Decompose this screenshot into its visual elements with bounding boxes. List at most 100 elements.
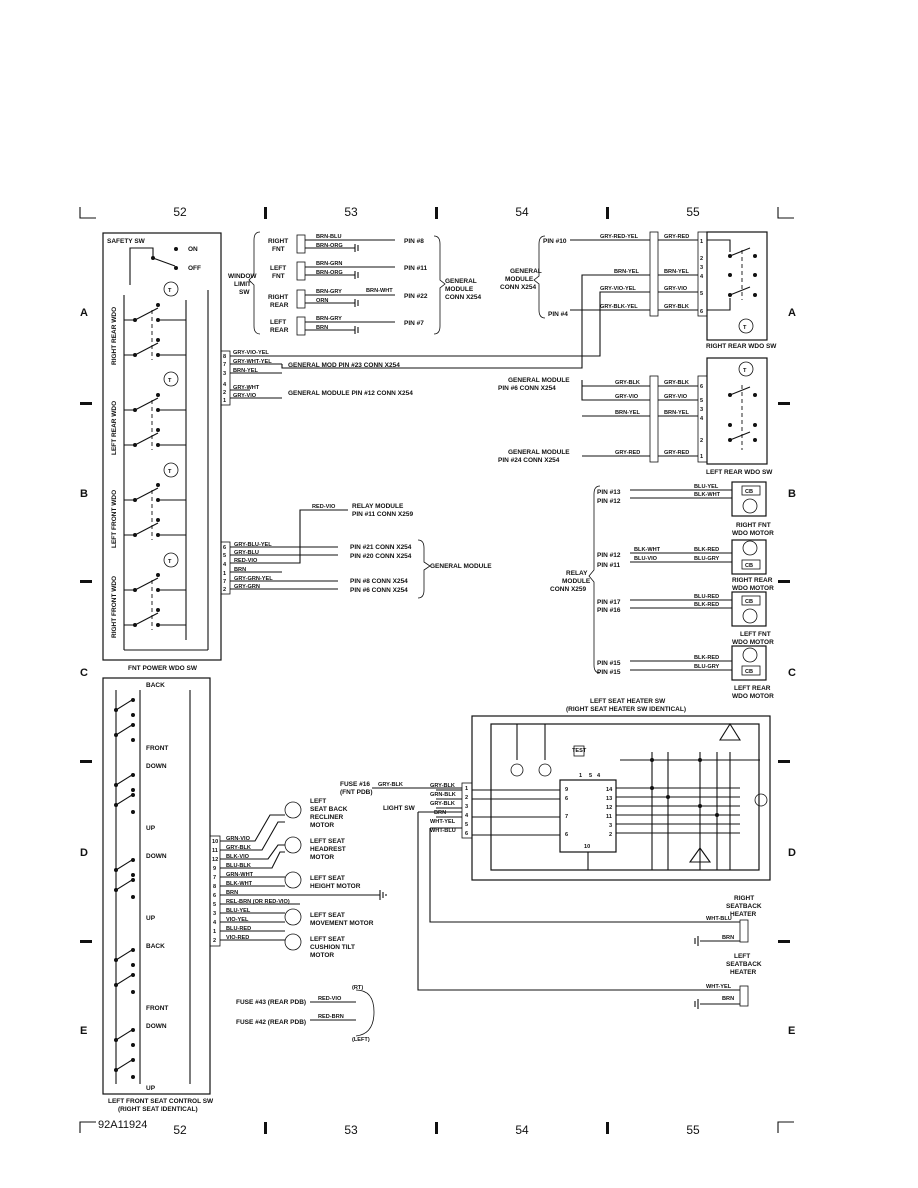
svg-text:2: 2 xyxy=(213,938,216,944)
svg-text:(RT): (RT) xyxy=(352,985,363,991)
svg-text:LEFT FNT: LEFT FNT xyxy=(740,631,771,638)
row-label: A xyxy=(80,307,88,319)
svg-text:SEATBACK: SEATBACK xyxy=(726,903,762,910)
svg-text:TEST: TEST xyxy=(572,748,587,754)
bus-wire xyxy=(282,291,650,357)
svg-text:GRY-RED: GRY-RED xyxy=(664,450,689,456)
svg-text:MODULE: MODULE xyxy=(562,578,591,585)
row-label: E xyxy=(80,1025,87,1037)
svg-text:GRY-BLK: GRY-BLK xyxy=(664,380,689,386)
general-module-label: GENERAL MODULE xyxy=(430,563,492,570)
svg-text:BLK-RED: BLK-RED xyxy=(694,602,719,608)
wire-label: BRN xyxy=(234,567,246,573)
svg-text:GRY-BLK: GRY-BLK xyxy=(378,782,403,788)
wires-bottom: GRY-BLU-YEL GRY-BLU RED-VIO BRN GRY-GRN-… xyxy=(230,509,492,599)
svg-text:LEFT REAR WDO SW: LEFT REAR WDO SW xyxy=(706,469,773,476)
svg-text:RED-VIO: RED-VIO xyxy=(312,504,336,510)
svg-text:CB: CB xyxy=(745,563,753,569)
svg-text:PIN #15: PIN #15 xyxy=(597,660,621,667)
svg-text:9: 9 xyxy=(213,866,216,872)
seat-connector-pins: 10 11 12 9 7 8 6 5 3 4 1 2 xyxy=(212,839,218,944)
svg-text:GRY-BLK: GRY-BLK xyxy=(226,845,251,851)
svg-text:SEAT BACK: SEAT BACK xyxy=(310,806,348,813)
svg-text:4: 4 xyxy=(223,562,227,568)
svg-text:REAR: REAR xyxy=(270,302,289,309)
svg-text:BRN-WHT: BRN-WHT xyxy=(366,288,393,294)
svg-text:PIN #6 CONN X254: PIN #6 CONN X254 xyxy=(498,385,556,392)
svg-text:CONN X254: CONN X254 xyxy=(445,294,482,301)
row-label: C xyxy=(80,667,88,679)
dest-label: PIN #6 CONN X254 xyxy=(350,587,408,594)
svg-text:7: 7 xyxy=(223,579,226,585)
svg-text:PIN #17: PIN #17 xyxy=(597,599,621,606)
svg-text:PIN #4: PIN #4 xyxy=(548,311,568,318)
section-right-rear-wdo: RIGHT REAR WDO xyxy=(111,307,118,365)
svg-text:PIN #11 CONN X259: PIN #11 CONN X259 xyxy=(352,511,413,518)
svg-text:BRN-YEL: BRN-YEL xyxy=(614,269,639,275)
row-label: D xyxy=(788,847,796,859)
svg-text:BRN-GRY: BRN-GRY xyxy=(316,316,342,322)
svg-text:1: 1 xyxy=(700,454,703,460)
front-power-window-switch: SAFETY SW ON OFF T T T T RIGHT REAR WDO … xyxy=(102,232,492,672)
svg-text:FRONT: FRONT xyxy=(146,1005,168,1012)
svg-text:BLU-VIO: BLU-VIO xyxy=(634,556,658,562)
svg-text:GRY-RED-YEL: GRY-RED-YEL xyxy=(600,234,639,240)
left-rear-wdo-switch: GENERAL MODULE PIN #6 CONN X254 GRY-BLK … xyxy=(498,357,773,476)
svg-text:RELAY MODULE: RELAY MODULE xyxy=(352,503,404,510)
svg-text:1: 1 xyxy=(700,239,703,245)
svg-text:(RIGHT SEAT HEATER SW IDENTICA: (RIGHT SEAT HEATER SW IDENTICAL) xyxy=(566,706,686,713)
svg-text:1: 1 xyxy=(213,929,216,935)
fnt-power-wdo-sw-title: FNT POWER WDO SW xyxy=(128,665,198,672)
svg-text:GRY-BLK: GRY-BLK xyxy=(430,783,455,789)
svg-text:GRY-RED: GRY-RED xyxy=(615,450,640,456)
svg-text:RED-BRN: RED-BRN xyxy=(318,1014,344,1020)
svg-text:T: T xyxy=(743,368,747,374)
svg-text:VIO-YEL: VIO-YEL xyxy=(226,917,249,923)
svg-text:4: 4 xyxy=(700,416,704,422)
svg-text:REAR: REAR xyxy=(270,327,289,334)
svg-text:LEFT SEAT: LEFT SEAT xyxy=(310,912,345,919)
svg-text:BRN-ORG: BRN-ORG xyxy=(316,243,343,249)
relay-module-motors: RELAY MODULE CONN X259 PIN #13 PIN #12 B… xyxy=(550,481,774,700)
svg-text:2: 2 xyxy=(223,390,226,396)
svg-text:5: 5 xyxy=(700,291,703,297)
svg-text:CB: CB xyxy=(745,669,753,675)
svg-text:PIN #24 CONN X254: PIN #24 CONN X254 xyxy=(498,457,560,464)
svg-text:3: 3 xyxy=(700,265,703,271)
svg-text:GENERAL: GENERAL xyxy=(445,278,477,285)
svg-text:10: 10 xyxy=(212,839,218,845)
svg-text:GRN-WHT: GRN-WHT xyxy=(226,872,254,878)
svg-text:5: 5 xyxy=(589,773,592,779)
svg-text:PIN #13: PIN #13 xyxy=(597,489,621,496)
svg-text:6: 6 xyxy=(213,893,216,899)
svg-text:UP: UP xyxy=(146,915,156,922)
svg-text:2: 2 xyxy=(465,795,468,801)
dest-label: PIN #20 CONN X254 xyxy=(350,553,412,560)
svg-text:MOTOR: MOTOR xyxy=(310,822,334,829)
svg-text:BRN: BRN xyxy=(722,935,734,941)
svg-text:WHT-YEL: WHT-YEL xyxy=(706,984,732,990)
svg-text:BRN: BRN xyxy=(316,325,328,331)
seat-control-switch: BACK FRONT DOWN UP DOWN UP BACK FRONT DO… xyxy=(102,677,387,1113)
heater-circuit xyxy=(472,722,768,871)
wire-label: GRY-WHT xyxy=(233,385,260,391)
svg-text:10: 10 xyxy=(584,844,590,850)
window-limit-switch: WINDOW LIMIT SW RIGHT FNT LEFT FNT RIGHT… xyxy=(228,231,482,336)
svg-text:BLK-WHT: BLK-WHT xyxy=(694,492,721,498)
svg-text:1: 1 xyxy=(223,398,226,404)
svg-text:GRY-VIO: GRY-VIO xyxy=(615,394,639,400)
row-label: C xyxy=(788,667,796,679)
svg-text:UP: UP xyxy=(146,1085,156,1092)
svg-text:CONN X254: CONN X254 xyxy=(500,284,537,291)
svg-text:T: T xyxy=(168,378,172,384)
svg-text:HEATER: HEATER xyxy=(730,911,757,918)
svg-text:MOTOR: MOTOR xyxy=(310,854,334,861)
svg-text:MODULE: MODULE xyxy=(445,286,474,293)
svg-text:5: 5 xyxy=(700,398,703,404)
safety-switch-label: SAFETY SW xyxy=(107,238,146,245)
svg-text:3: 3 xyxy=(700,407,703,413)
svg-text:T: T xyxy=(743,325,747,331)
svg-text:DOWN: DOWN xyxy=(146,1023,167,1030)
row-label: A xyxy=(788,307,796,319)
svg-text:PIN #16: PIN #16 xyxy=(597,607,621,614)
